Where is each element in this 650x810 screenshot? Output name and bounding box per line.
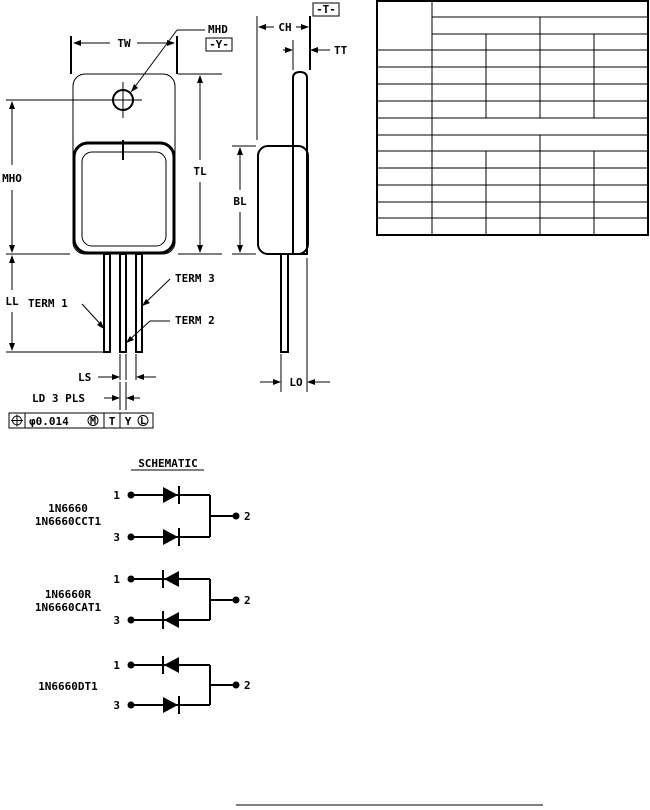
- circuit-1-pin-a: 1: [113, 489, 120, 502]
- diode-icon: [163, 529, 178, 545]
- dim-tw-label: TW: [117, 37, 131, 50]
- dim-lo-label: LO: [289, 376, 303, 389]
- datum-y-label: -Y-: [209, 38, 229, 51]
- circuit-1-pin-out: 2: [244, 510, 251, 523]
- circuit-2-pin-out: 2: [244, 594, 251, 607]
- term3-label: TERM 3: [175, 272, 215, 285]
- dim-ch-label: CH: [278, 21, 291, 34]
- side-tab: [292, 70, 308, 255]
- svg-text:L: L: [140, 416, 146, 427]
- dim-ll-label: LL: [5, 295, 19, 308]
- datum-t-box: [312, 2, 340, 17]
- svg-text:M: M: [90, 416, 96, 427]
- side-view: -T- CH TT BL LO: [232, 2, 348, 392]
- side-body: [257, 145, 309, 255]
- datum-b-ref: Y: [125, 415, 132, 428]
- circuit-1: 1N6660 1N6660CCT1 1 3 2: [35, 486, 251, 546]
- circuit-2-name1: 1N6660R: [45, 588, 92, 601]
- circuit-1-name2: 1N6660CCT1: [35, 515, 102, 528]
- dim-mhd-label: MHD: [208, 23, 228, 36]
- circuit-1-name1: 1N6660: [48, 502, 88, 515]
- tolerance-value: φ0.014: [29, 415, 69, 428]
- circuit-3: 1N6660DT1 1 3 2: [38, 656, 251, 714]
- package-window-inner: [81, 151, 167, 247]
- schematic: SCHEMATIC 1N6660 1N6660CCT1 1 3 2 1N6660…: [35, 457, 251, 714]
- lead-1: [103, 253, 111, 353]
- schematic-title: SCHEMATIC: [138, 457, 198, 470]
- datum-y-box: [205, 37, 233, 52]
- circuit-3-pin-a: 1: [113, 659, 120, 672]
- dim-tt-label: TT: [334, 44, 348, 57]
- diode-icon: [163, 697, 178, 713]
- feature-control-frame: φ0.014 M T Y L: [8, 412, 154, 429]
- circuit-3-name1: 1N6660DT1: [38, 680, 98, 693]
- dim-bl-label: BL: [233, 195, 247, 208]
- circuit-1-pin-b: 3: [113, 531, 120, 544]
- circuit-3-pin-b: 3: [113, 699, 120, 712]
- lmc-modifier-icon: [137, 415, 149, 426]
- dim-ld-label: LD 3 PLS: [32, 392, 85, 405]
- lead-2: [119, 253, 127, 353]
- side-lead: [280, 253, 289, 353]
- diode-icon: [164, 657, 179, 673]
- diode-icon: [163, 487, 178, 503]
- diode-icon: [164, 571, 179, 587]
- circuit-2-pin-a: 1: [113, 573, 120, 586]
- dim-ls-label: LS: [78, 371, 91, 384]
- dim-tl-label: TL: [193, 165, 207, 178]
- circuit-3-pin-out: 2: [244, 679, 251, 692]
- mmc-modifier-icon: [87, 415, 99, 426]
- datum-a-ref: T: [109, 415, 116, 428]
- circuit-2-pin-b: 3: [113, 614, 120, 627]
- dimension-table: [376, 0, 649, 236]
- term2-label: TERM 2: [175, 314, 215, 327]
- datum-t-label: -T-: [316, 3, 336, 16]
- lead-3: [135, 253, 143, 353]
- front-view: TW MHD -Y- MHO TL LL TERM 1: [2, 23, 233, 429]
- dim-mho-label: MHO: [2, 172, 22, 185]
- circuit-2-name2: 1N6660CAT1: [35, 601, 102, 614]
- diode-icon: [164, 612, 179, 628]
- package-body: [72, 73, 176, 255]
- term1-label: TERM 1: [28, 297, 68, 310]
- circuit-2: 1N6660R 1N6660CAT1 1 3 2: [35, 570, 251, 629]
